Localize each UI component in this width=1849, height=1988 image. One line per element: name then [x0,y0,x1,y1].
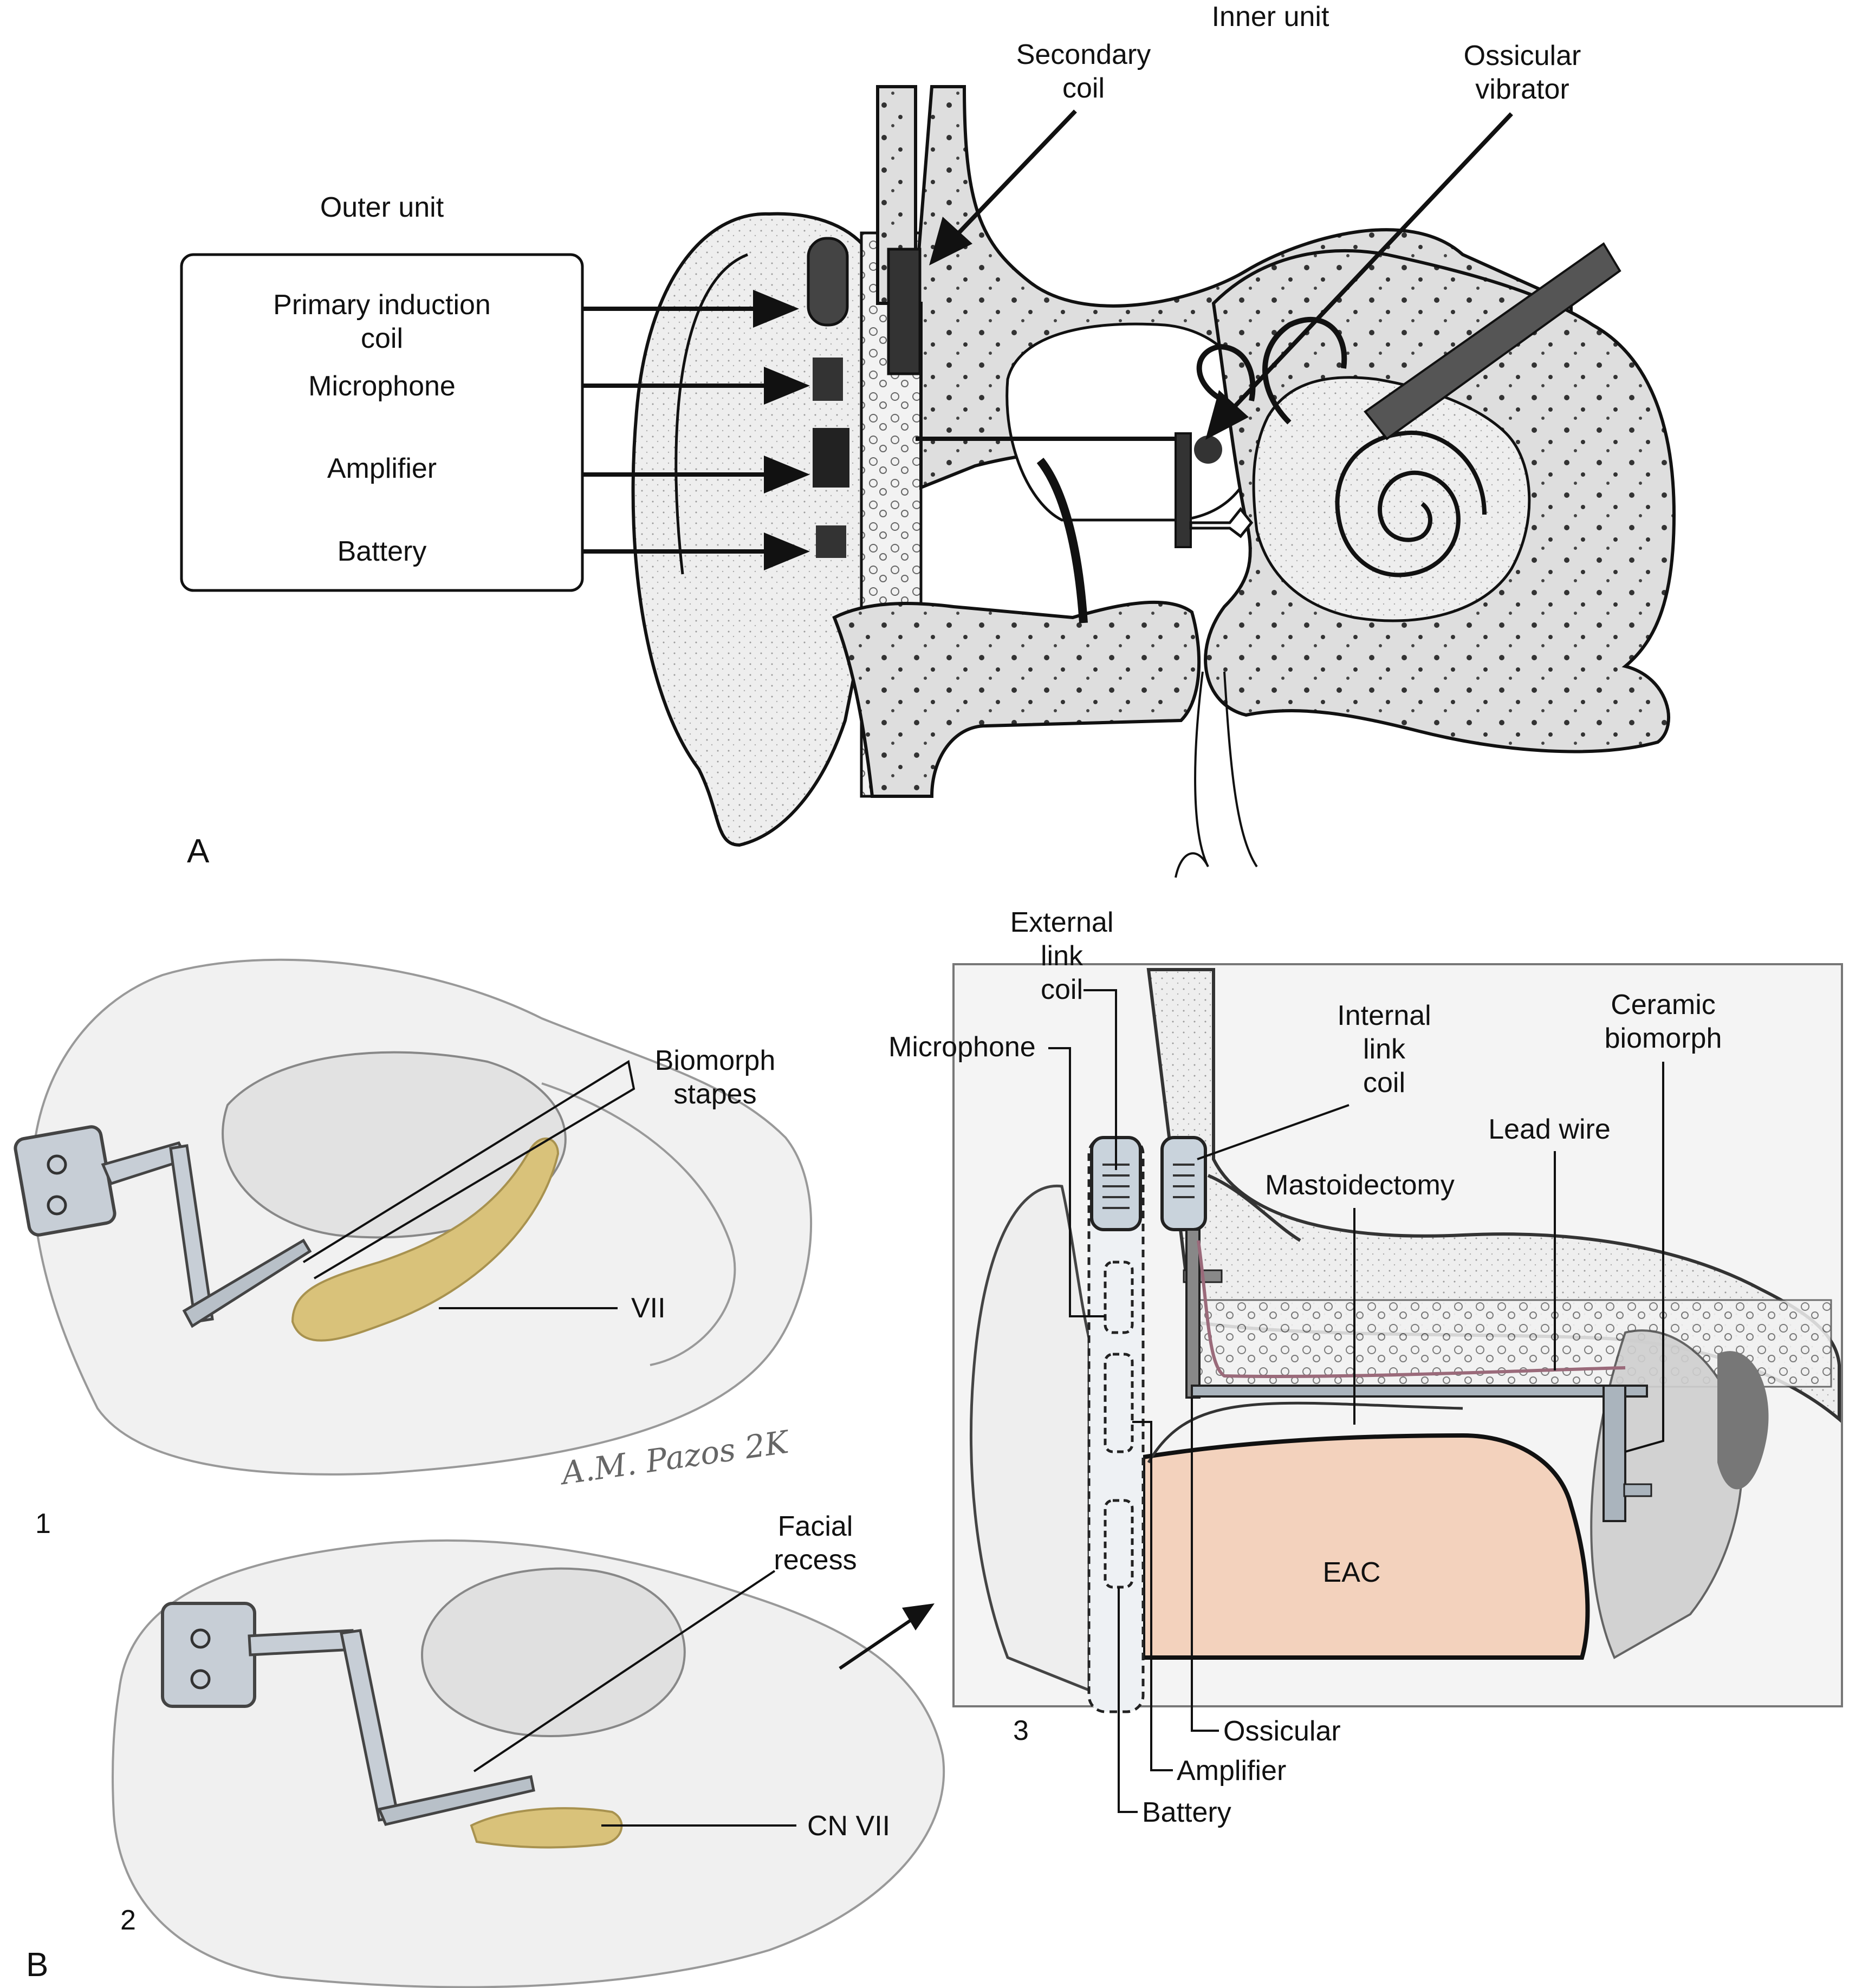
outer-item-primary-coil-line1: Primary induction [273,289,491,321]
panel-b-letter: B [26,1946,48,1984]
battery-label-3: Battery [1142,1797,1231,1828]
prosthesis-2 [161,1602,535,1826]
biomorph-stapes-line2: stapes [673,1079,756,1110]
amplifier-device-3 [1104,1353,1134,1453]
outer-item-primary-coil-line2: coil [361,323,403,354]
tympanic-membrane [1036,458,1088,623]
microphone-device-3 [1104,1261,1134,1334]
outer-item-battery: Battery [338,536,427,567]
prosthesis-1 [14,1125,312,1328]
outer-arrows [582,307,764,554]
secondary-coil-line1: Secondary [1016,39,1151,70]
internal-link-coil-line3: coil [1363,1067,1405,1099]
cochlea-spiral [1335,430,1487,577]
ear-canal-eac [1141,1433,1590,1660]
auricle-3 [970,1184,1091,1692]
cn-vii-label: CN VII [807,1810,890,1842]
mastoidectomy-label: Mastoidectomy [1265,1170,1455,1201]
external-link-coil-line3: coil [1041,974,1083,1005]
semicircular-canals [1196,317,1347,425]
outer-arrowheads [753,290,810,570]
microphone-device [813,358,843,401]
ceramic-biomorph-line1: Ceramic [1611,989,1716,1021]
rod-bar [1191,1385,1648,1398]
canal-floor [832,600,1201,798]
ossicular-vibrator-line2: vibrator [1475,74,1569,105]
inner-unit-title: Inner unit [1212,1,1329,33]
eac-label: EAC [1323,1557,1381,1588]
external-processor [1087,1136,1145,1713]
ossicular-vibrator-line1: Ossicular [1464,40,1581,72]
internal-link-coil-line1: Internal [1337,1000,1431,1031]
ossicular-label: Ossicular [1223,1716,1341,1747]
facial-nerve-vii [291,1137,560,1342]
ossicular-vibrator-device [1175,432,1192,548]
external-link-coil-line1: External [1010,907,1114,938]
ceramic-biomorph-device [1603,1385,1626,1522]
vii-label: VII [631,1292,666,1324]
lead-wire-device [1197,1240,1626,1379]
battery-device [816,525,846,558]
facial-nerve-cn-vii [470,1807,623,1849]
panel-a-letter: A [187,833,210,870]
outer-item-amplifier: Amplifier [327,453,437,484]
amplifier-label-3: Amplifier [1177,1755,1286,1786]
internal-link-coil-device [1160,1136,1207,1231]
panel-b-3: External link coil Microphone Internal l… [888,907,1843,1828]
ceramic-biomorph-line2: biomorph [1605,1023,1722,1054]
sub3-number: 3 [1013,1715,1029,1746]
secondary-coil-line2: coil [1062,73,1105,104]
panel-a: Outer unit Primary induction coil Microp… [180,1,1676,878]
sub1-number: 1 [35,1508,51,1539]
biomorph-stapes-line1: Biomorph [655,1045,776,1076]
lead-wire-label: Lead wire [1488,1114,1610,1145]
panel-b-1: Biomorph stapes VII A.M. Pazos 2K 1 [14,958,813,1539]
cochlea-bed [1252,376,1531,622]
secondary-coil-device [887,248,922,375]
facial-recess-line1: Facial [778,1511,853,1542]
middle-ear-region [1590,1329,1743,1659]
sub2-number: 2 [120,1905,136,1936]
microphone-label-3: Microphone [888,1031,1036,1063]
internal-auditory-canal [1364,242,1621,440]
internal-link-coil-line2: link [1363,1034,1406,1065]
primary-coil-device [807,237,849,327]
outer-unit-box [180,253,584,592]
outer-unit-title: Outer unit [320,192,444,223]
panel-b-2: Facial recess CN VII 2 [112,1511,945,1988]
amplifier-device [813,428,849,488]
external-link-coil-line2: link [1041,940,1084,972]
facial-recess-line2: recess [774,1544,857,1576]
outer-item-microphone: Microphone [308,371,456,402]
